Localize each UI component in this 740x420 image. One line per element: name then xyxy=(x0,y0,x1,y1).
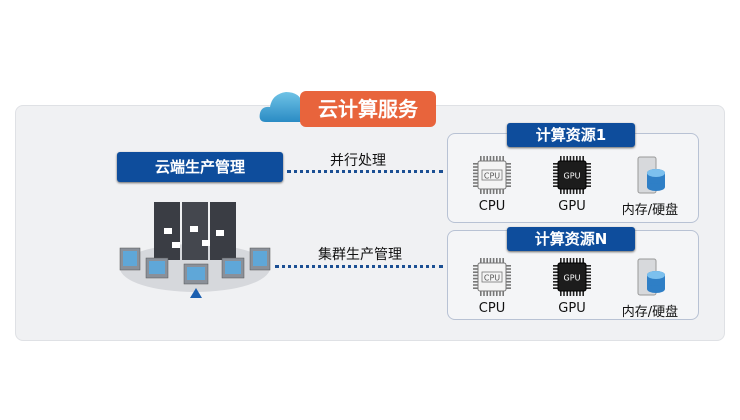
resource-item-label: GPU xyxy=(558,199,586,214)
cpu-icon: CPU xyxy=(462,257,522,297)
chip-label: CPU xyxy=(484,274,500,283)
resource-item-label: 内存/硬盘 xyxy=(621,305,679,320)
resource-item: GPU GPU xyxy=(542,257,602,316)
resource-1-title: 计算资源1 xyxy=(507,123,635,147)
resource-n-title: 计算资源N xyxy=(507,227,635,251)
page-title: 云计算服务 xyxy=(300,91,436,127)
parallel-label: 并行处理 xyxy=(330,153,386,169)
chip-label: GPU xyxy=(564,274,581,283)
gpu-icon: GPU xyxy=(542,257,602,297)
resource-item: CPU CPU xyxy=(462,155,522,214)
cluster-link-line xyxy=(275,265,443,268)
cloud-management-label: 云端生产管理 xyxy=(117,152,283,182)
gpu-icon: GPU xyxy=(542,155,602,195)
server-cluster-illustration xyxy=(119,202,271,298)
resource-item-label: CPU xyxy=(478,301,506,316)
resource-item: GPU GPU xyxy=(542,155,602,214)
chip-label: CPU xyxy=(484,172,500,181)
cpu-icon: CPU xyxy=(462,155,522,195)
resource-item-label: GPU xyxy=(558,301,586,316)
parallel-link-line xyxy=(287,170,443,173)
chip-label: GPU xyxy=(564,172,581,181)
resource-item-label: CPU xyxy=(478,199,506,214)
resource-item: CPU CPU xyxy=(462,257,522,316)
storage-icon xyxy=(620,257,680,297)
resource-item-label: 内存/硬盘 xyxy=(621,203,679,218)
resource-item: 内存/硬盘 xyxy=(620,155,680,218)
storage-icon xyxy=(620,155,680,195)
cluster-label: 集群生产管理 xyxy=(318,247,402,263)
resource-item: 内存/硬盘 xyxy=(620,257,680,320)
